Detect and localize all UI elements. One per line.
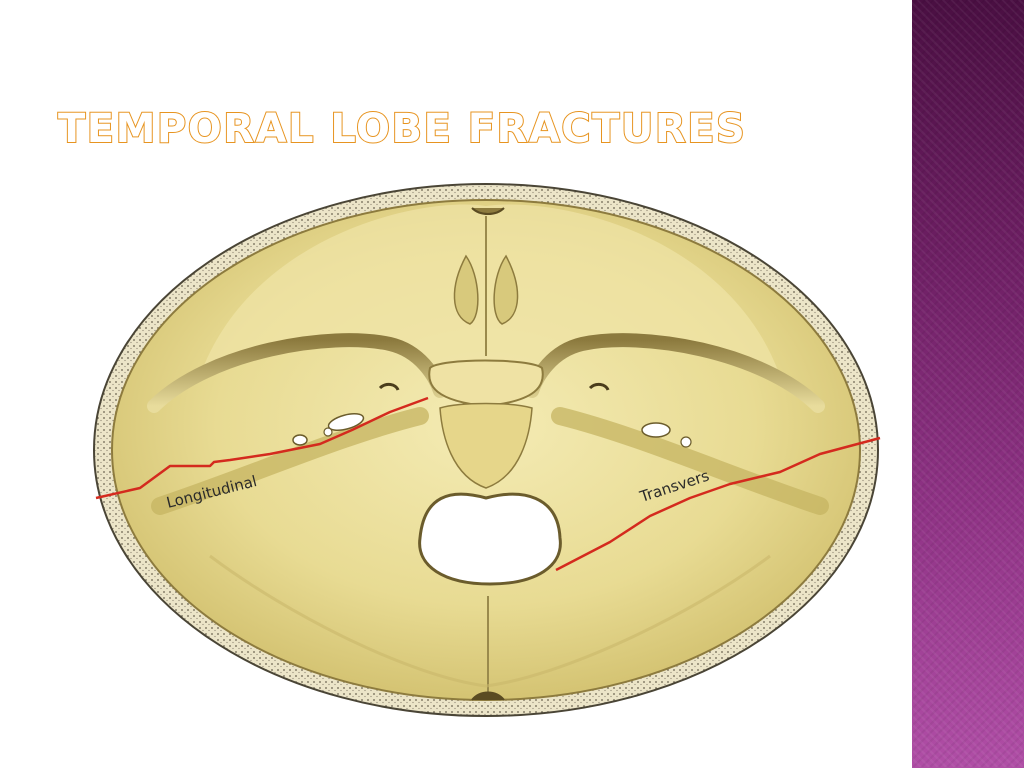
fracture-lines (95, 396, 881, 572)
transverse-fracture-line (555, 436, 881, 572)
longitudinal-fracture-line (95, 396, 429, 500)
cranial-fossa (111, 199, 861, 701)
slide-title: Temporal lobe fractures (57, 105, 747, 153)
skull-base-illustration: Longitudinal Transvers (90, 176, 890, 732)
decorative-side-band (912, 0, 1024, 768)
